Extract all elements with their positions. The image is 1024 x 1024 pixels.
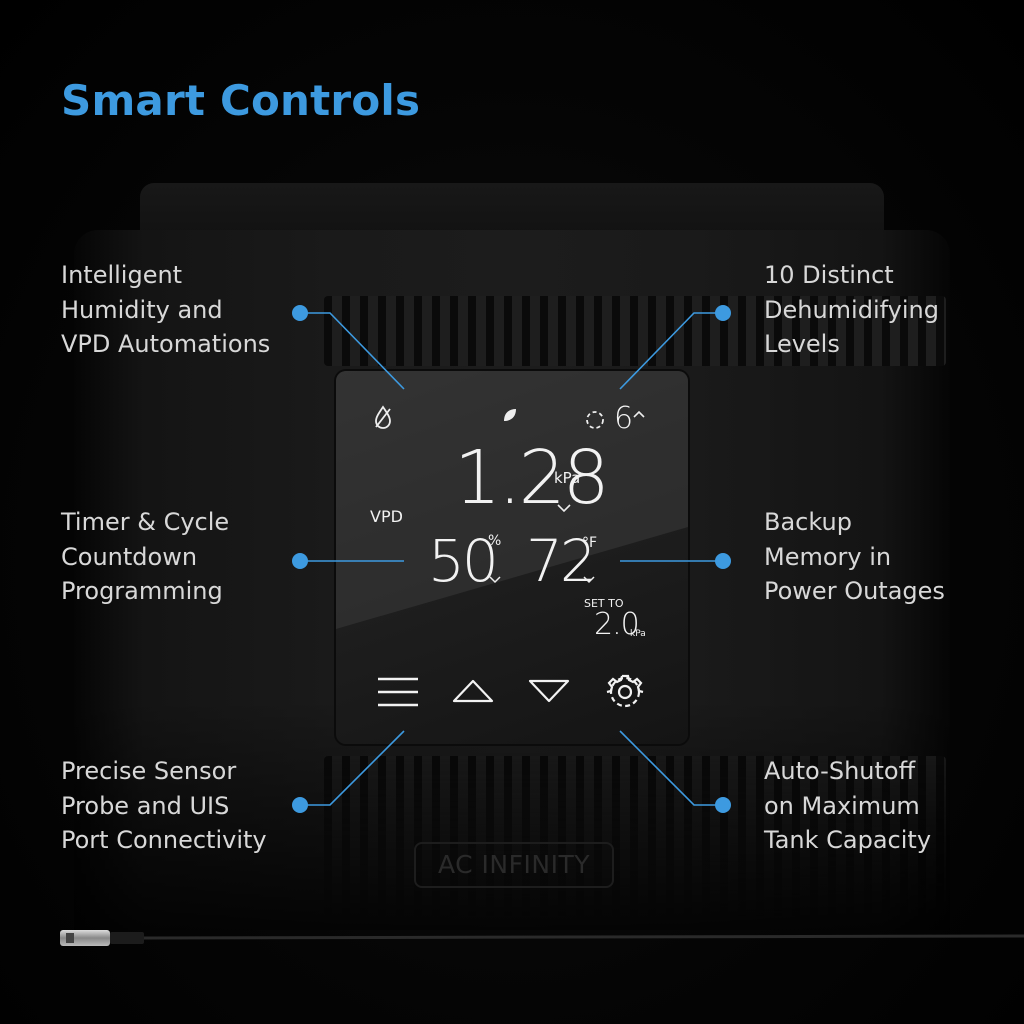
settings-gear-button[interactable] xyxy=(604,671,646,713)
set-point-unit: kPa xyxy=(630,629,646,639)
callout-dot xyxy=(715,797,731,813)
chevron-up-icon xyxy=(633,410,645,418)
callout-dot xyxy=(715,553,731,569)
fan-speed-icon xyxy=(586,411,604,429)
vent-grille-top xyxy=(324,296,946,366)
page-title: Smart Controls xyxy=(61,76,421,125)
feature-auto-shutoff: Auto-Shutoff on Maximum Tank Capacity xyxy=(764,757,932,854)
temperature-chevron-icon xyxy=(583,576,595,584)
vpd-unit: kPa xyxy=(554,469,581,487)
up-button[interactable] xyxy=(450,677,496,705)
humidity-unit: % xyxy=(488,533,502,549)
feature-timer-cycle: Timer & Cycle Countdown Programming xyxy=(61,508,230,605)
set-point-value: 2.0 xyxy=(594,607,640,642)
temperature-unit: °F xyxy=(582,535,598,551)
callout-dot xyxy=(292,553,308,569)
feature-dehumidifying-levels: 10 Distinct Dehumidifying Levels xyxy=(764,261,939,358)
brand-badge: AC INFINITY xyxy=(414,842,614,888)
down-button[interactable] xyxy=(526,677,572,705)
vpd-reading: 1.28 xyxy=(454,435,610,521)
chevron-down-icon xyxy=(557,504,571,513)
menu-button[interactable] xyxy=(376,675,420,709)
humidity-chevron-icon xyxy=(489,576,501,584)
control-panel: 6 1.28 kPa VPD 50 % 72 °F SET TO 2.0 kPa xyxy=(336,371,688,744)
callout-dot xyxy=(292,797,308,813)
humidity-reading: 50 xyxy=(428,527,499,595)
feature-humidity-automation: Intelligent Humidity and VPD Automations xyxy=(61,261,271,358)
humidity-off-icon[interactable] xyxy=(372,405,394,429)
feature-backup-memory: Backup Memory in Power Outages xyxy=(764,508,945,605)
callout-dot xyxy=(715,305,731,321)
callout-dot xyxy=(292,305,308,321)
temperature-reading: 72 xyxy=(526,527,597,595)
feature-sensor-probe: Precise Sensor Probe and UIS Port Connec… xyxy=(61,757,267,854)
sensor-probe-cable xyxy=(60,930,1024,946)
vpd-label: VPD xyxy=(370,507,403,526)
set-to-label: SET TO xyxy=(584,597,624,610)
panel-highlight xyxy=(336,371,688,629)
leaf-icon xyxy=(504,409,516,421)
fan-level-value: 6 xyxy=(614,401,634,436)
